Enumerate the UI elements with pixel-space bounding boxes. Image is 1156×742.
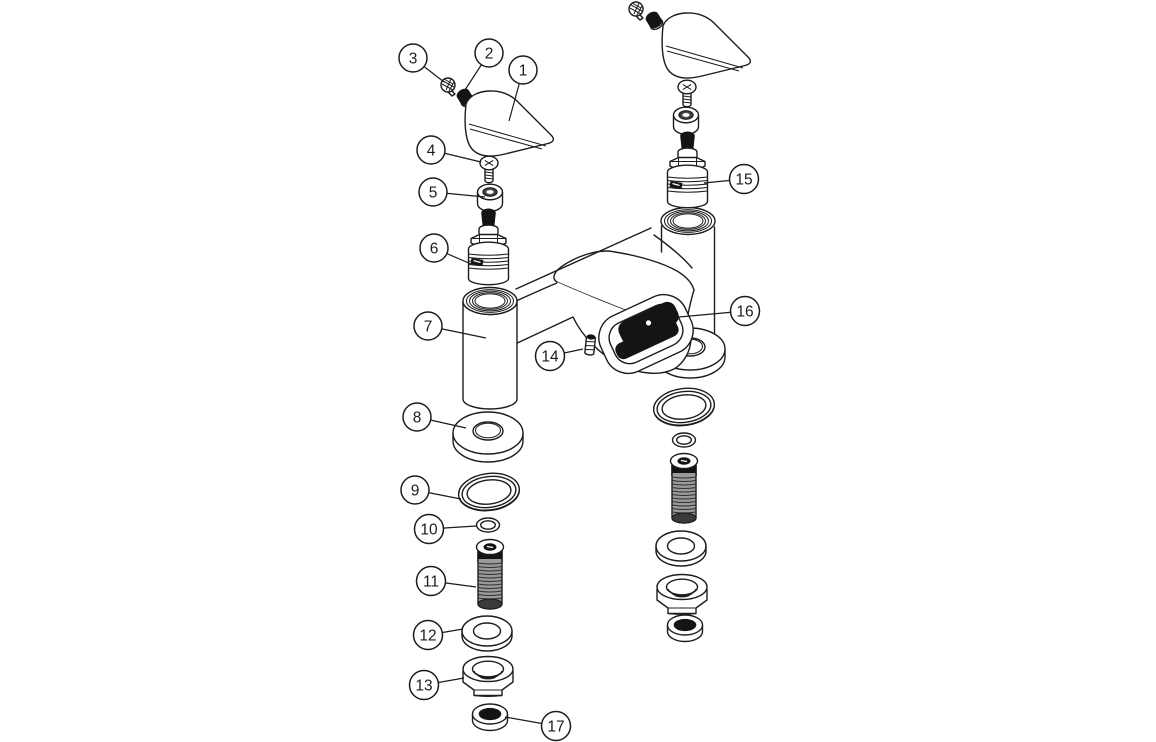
spout-grub-screw [584,334,597,356]
callout-17-label: 17 [547,719,564,736]
callout-7-label: 7 [424,319,433,336]
callout-8-label: 8 [413,410,422,427]
gasket-right [650,384,718,430]
callout-1-balloon [508,55,538,85]
washer-left [461,615,513,652]
callout-9-label: 9 [411,483,420,500]
callout-1: 1 [508,55,538,122]
callout-13-balloon [408,669,440,701]
callout-14: 14 [534,340,584,372]
callout-9: 9 [400,475,462,505]
o-ring-right [671,432,697,448]
handle-grub-screw-right [628,1,644,21]
callout-4-balloon [416,135,446,165]
callout-2-label: 2 [485,46,494,63]
stud-left [475,538,505,610]
callout-5-balloon [418,177,448,207]
callout-17: 17 [504,710,572,742]
callout-5: 5 [418,177,486,207]
callout-16-label: 16 [736,304,753,321]
pillar-right-opening [660,206,716,236]
callout-10-label: 10 [420,522,438,539]
handle-left [464,90,555,157]
flange-left [452,411,524,463]
cartridge-right [666,131,709,209]
callout-3-balloon [398,43,428,73]
callout-15: 15 [703,163,760,195]
callout-7-balloon [413,311,443,341]
fixing-screw-right [677,79,697,108]
adaptor-bush-left [476,183,504,213]
body-right-pillar [653,206,716,337]
backnut-right [656,573,708,616]
callout-4: 4 [416,135,482,165]
callout-6: 6 [419,233,472,265]
callout-5-label: 5 [429,185,438,202]
callout-6-label: 6 [430,241,439,258]
seal-left [471,703,509,732]
callout-16: 16 [678,295,761,327]
callout-1-label: 1 [519,63,528,80]
callout-7: 7 [413,311,487,341]
callout-13-label: 13 [415,678,432,695]
callout-16-balloon [729,295,761,327]
callout-8: 8 [402,402,467,432]
callout-3: 3 [398,43,445,83]
body-bridge [512,227,652,346]
callout-10-balloon [413,513,445,545]
callout-17-balloon [540,710,572,742]
stud-right [669,452,699,524]
backnut-left [462,655,514,698]
callout-13: 13 [408,669,465,701]
callout-12-balloon [412,619,444,651]
handle-right [661,12,752,79]
adaptor-bush-right [672,106,700,136]
callout-2: 2 [464,38,504,91]
callout-11-label: 11 [423,574,439,591]
callout-3-label: 3 [409,51,418,68]
flow-straightener [615,301,679,360]
callout-12-label: 12 [419,628,436,645]
tap-body [462,206,716,410]
fixing-screw-left [479,155,499,184]
cartridge-left [467,208,510,286]
callout-14-label: 14 [541,349,559,366]
callout-4-label: 4 [427,143,436,160]
o-ring-left [475,517,501,533]
callout-6-balloon [419,233,449,263]
washer-right [655,530,707,567]
callout-15-label: 15 [735,172,752,189]
callout-8-balloon [402,402,432,432]
pillar-left-opening [462,286,518,316]
callout-15-balloon [728,163,760,195]
gasket-left [455,469,523,515]
seal-right [666,614,704,643]
spout [557,282,695,375]
spout-mouth [598,293,694,375]
body-left-pillar [462,286,518,410]
callout-9-balloon [400,475,430,505]
callout-12: 12 [412,619,464,651]
callout-14-balloon [534,340,566,372]
callouts: 1 2 3 4 5 6 7 [398,38,761,742]
callout-11: 11 [415,565,477,597]
callout-2-balloon [474,38,504,68]
callout-10: 10 [413,513,477,545]
callout-11-balloon [415,565,447,597]
screw-cover-right [643,9,666,33]
